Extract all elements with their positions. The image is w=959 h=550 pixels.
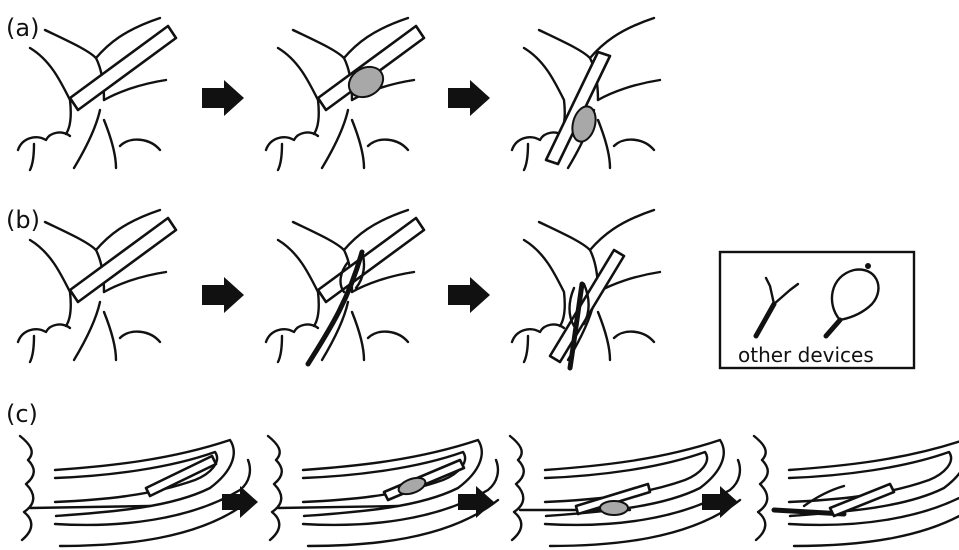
panel-b1: [18, 210, 176, 362]
row-label-a: (a): [6, 14, 39, 42]
arrow-icon: [448, 80, 490, 116]
arrow-icon: [702, 486, 738, 518]
row-label-c: (c): [6, 400, 38, 428]
panel-c3: [510, 436, 740, 546]
legend-caption: other devices: [738, 343, 874, 367]
panel-c4: [754, 436, 959, 546]
row-label-b: (b): [6, 206, 40, 234]
row-b: other devices: [18, 210, 914, 368]
panel-b2: [266, 210, 424, 364]
arrow-icon: [202, 277, 244, 313]
panel-c2: [268, 436, 498, 546]
legend-box: other devices: [720, 252, 914, 368]
arrow-icon: [448, 277, 490, 313]
stone: [600, 501, 628, 515]
row-c: [20, 436, 959, 546]
row-a: [18, 18, 660, 170]
panel-b3: [512, 210, 660, 368]
stone: [396, 475, 427, 498]
panel-a3: [512, 18, 660, 170]
arrow-icon: [222, 486, 258, 518]
panel-c1: [20, 436, 250, 546]
panel-a2: [266, 18, 424, 170]
panel-a1: [18, 18, 176, 170]
arrow-icon: [202, 80, 244, 116]
